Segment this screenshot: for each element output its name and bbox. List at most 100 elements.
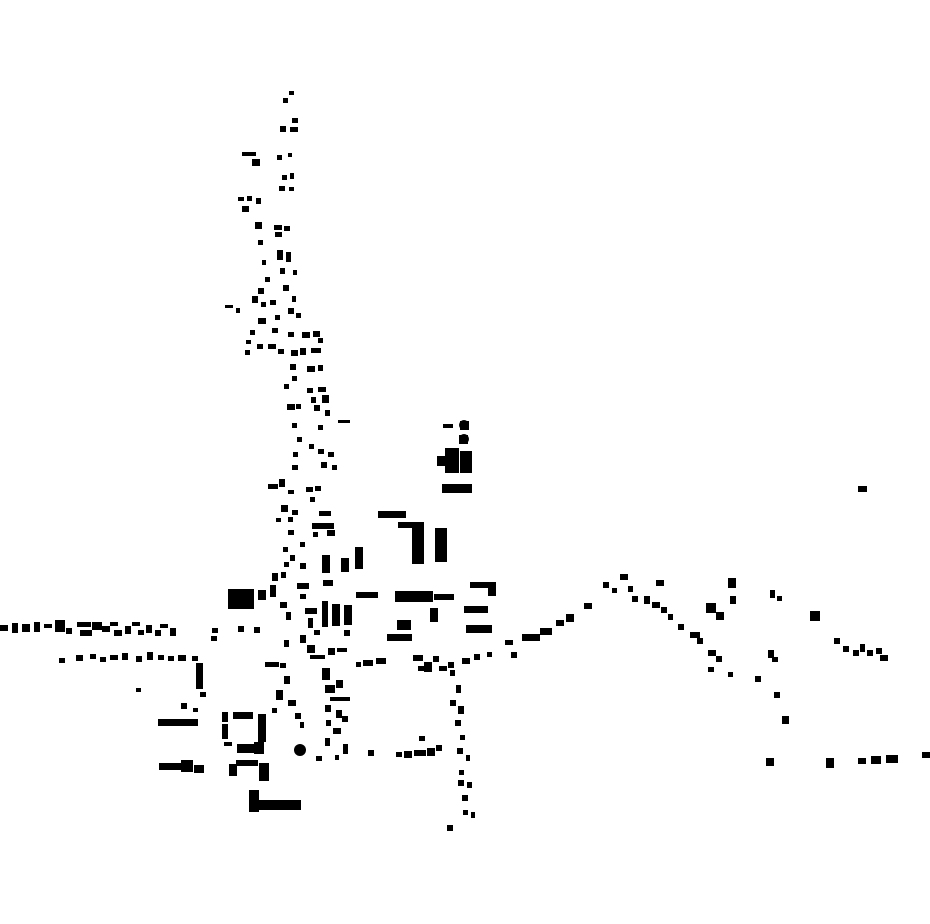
- building-footprint: [290, 364, 296, 370]
- building-footprint: [311, 397, 316, 403]
- building-footprint: [125, 626, 131, 634]
- building-footprint: [777, 596, 782, 601]
- building-footprint: [706, 603, 716, 613]
- building-footprint: [810, 611, 820, 621]
- building-footprint: [337, 648, 347, 652]
- building-footprint: [225, 305, 233, 308]
- building-footprint: [322, 555, 330, 573]
- building-footprint: [319, 511, 331, 516]
- building-footprint: [284, 676, 290, 684]
- building-footprint: [212, 628, 218, 633]
- building-footprint: [305, 608, 317, 614]
- building-footprint: [424, 662, 432, 672]
- building-footprint: [858, 758, 866, 764]
- building-footprint: [284, 640, 289, 647]
- building-footprint: [355, 547, 363, 569]
- building-footprint: [450, 670, 455, 676]
- building-footprint: [459, 770, 464, 775]
- building-footprint: [439, 666, 447, 671]
- building-footprint: [272, 328, 278, 333]
- building-footprint: [170, 628, 176, 636]
- building-footprint: [249, 800, 301, 810]
- building-footprint: [275, 232, 282, 237]
- building-footprint: [254, 742, 264, 754]
- building-footprint: [280, 268, 285, 274]
- building-footprint: [376, 658, 386, 664]
- building-footprint: [258, 590, 266, 600]
- building-footprint: [316, 756, 322, 761]
- building-footprint: [286, 612, 291, 620]
- building-footprint: [307, 645, 315, 653]
- building-footprint: [458, 706, 464, 714]
- building-footprint: [288, 700, 296, 706]
- building-footprint: [279, 186, 285, 191]
- building-footprint: [333, 728, 341, 734]
- building-footprint: [318, 425, 323, 430]
- building-footprint: [155, 630, 161, 636]
- building-footprint: [612, 588, 617, 593]
- building-footprint: [158, 655, 164, 660]
- building-footprint: [335, 755, 339, 760]
- building-footprint: [277, 155, 282, 160]
- building-footprint: [242, 152, 256, 156]
- building-footprint: [238, 197, 244, 201]
- building-footprint: [258, 240, 263, 245]
- building-footprint: [315, 486, 321, 491]
- building-footprint: [194, 765, 204, 773]
- building-footprint: [258, 288, 264, 294]
- building-footprint: [288, 153, 292, 157]
- building-footprint: [768, 650, 774, 658]
- building-footprint: [222, 712, 228, 722]
- building-footprint: [236, 308, 240, 313]
- building-footprint: [368, 750, 374, 756]
- building-footprint: [448, 662, 454, 668]
- building-footprint: [450, 700, 456, 706]
- building-footprint: [289, 91, 294, 95]
- building-footprint: [280, 126, 286, 132]
- building-footprint: [708, 650, 716, 656]
- building-footprint: [290, 127, 298, 132]
- building-footprint: [307, 366, 315, 372]
- building-footprint: [332, 465, 337, 470]
- building-footprint: [690, 632, 700, 638]
- building-footprint: [276, 690, 283, 700]
- building-footprint: [782, 716, 789, 724]
- building-footprint-round: [294, 744, 306, 756]
- building-footprint: [44, 624, 52, 628]
- building-footprint: [313, 331, 320, 337]
- building-footprint: [656, 580, 664, 586]
- building-footprint: [300, 635, 306, 643]
- building-footprint: [412, 528, 424, 564]
- building-footprint: [279, 479, 285, 487]
- building-footprint: [274, 225, 282, 230]
- building-footprint: [308, 618, 313, 628]
- building-footprint: [22, 624, 30, 632]
- building-footprint: [356, 592, 378, 598]
- building-footprint: [272, 573, 278, 581]
- building-footprint: [246, 340, 251, 344]
- building-footprint: [318, 449, 324, 454]
- building-footprint: [457, 748, 463, 754]
- building-footprint: [292, 376, 297, 381]
- building-footprint: [318, 338, 323, 343]
- building-footprint: [196, 663, 203, 689]
- building-footprint: [297, 583, 309, 589]
- building-footprint: [100, 657, 106, 662]
- building-footprint: [200, 692, 206, 697]
- building-footprint: [730, 596, 736, 604]
- building-footprint: [860, 644, 865, 652]
- building-footprint: [292, 510, 298, 515]
- building-footprint: [328, 648, 335, 655]
- building-footprint: [297, 437, 302, 442]
- building-footprint: [288, 530, 294, 535]
- building-footprint: [258, 318, 266, 324]
- building-footprint: [505, 640, 513, 645]
- building-footprint: [443, 424, 453, 428]
- building-footprint: [323, 580, 333, 586]
- building-footprint: [772, 657, 778, 662]
- building-footprint: [620, 574, 628, 580]
- building-footprint: [336, 710, 342, 718]
- building-footprint: [336, 680, 343, 688]
- building-footprint: [55, 620, 65, 632]
